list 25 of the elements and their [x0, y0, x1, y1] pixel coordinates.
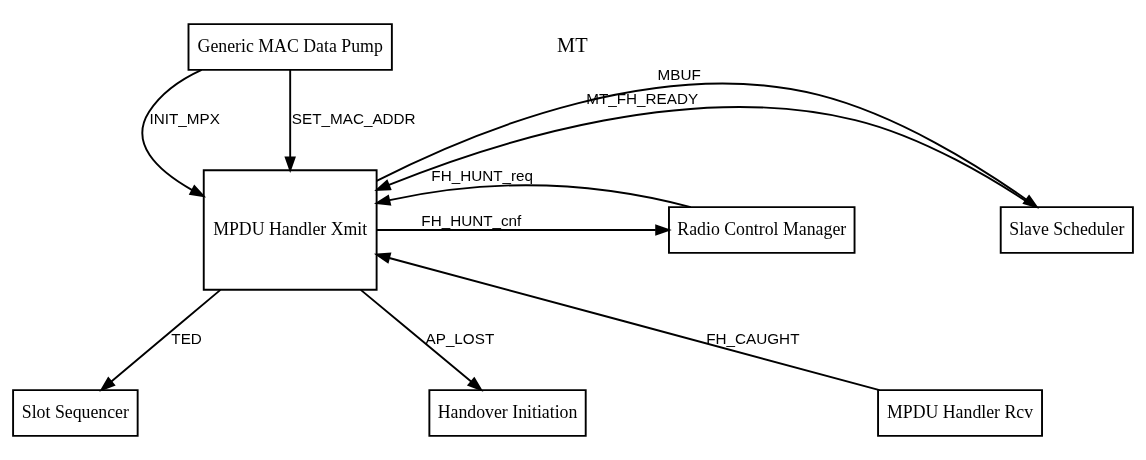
arrow: [99, 288, 222, 392]
edge-label: TED: [171, 329, 202, 347]
arrow: [141, 68, 207, 198]
edge-label: MBUF: [657, 65, 701, 83]
node-box: Slave Scheduler: [999, 206, 1134, 254]
arrow: [375, 224, 672, 236]
label: MT: [557, 33, 588, 56]
edge-label: AP_LOST: [425, 329, 495, 347]
node-box: MPDU Handler Xmit: [202, 169, 378, 291]
edge-label: FH_CAUGHT: [706, 329, 800, 347]
arrow: [375, 82, 1040, 209]
node-box: MPDU Handler Rcv: [877, 389, 1043, 437]
edge-label: FH_HUNT_cnf: [421, 211, 522, 229]
node-box: Slot Sequencer: [12, 389, 139, 437]
node-box: Radio Control Manager: [668, 206, 856, 254]
edge-label: FH_HUNT_req: [431, 166, 534, 184]
edge-label: MT_FH_READY: [586, 89, 699, 107]
arrow: [373, 184, 692, 209]
edge-label: INIT_MPX: [149, 109, 220, 127]
arrow: [373, 252, 881, 391]
node-box: Generic MAC Data Pump: [187, 23, 393, 71]
arrow: [284, 69, 296, 173]
arrow: [359, 288, 484, 392]
node-box: Handover Initiation: [428, 389, 587, 437]
edge-label: SET_MAC_ADDR: [291, 109, 416, 127]
